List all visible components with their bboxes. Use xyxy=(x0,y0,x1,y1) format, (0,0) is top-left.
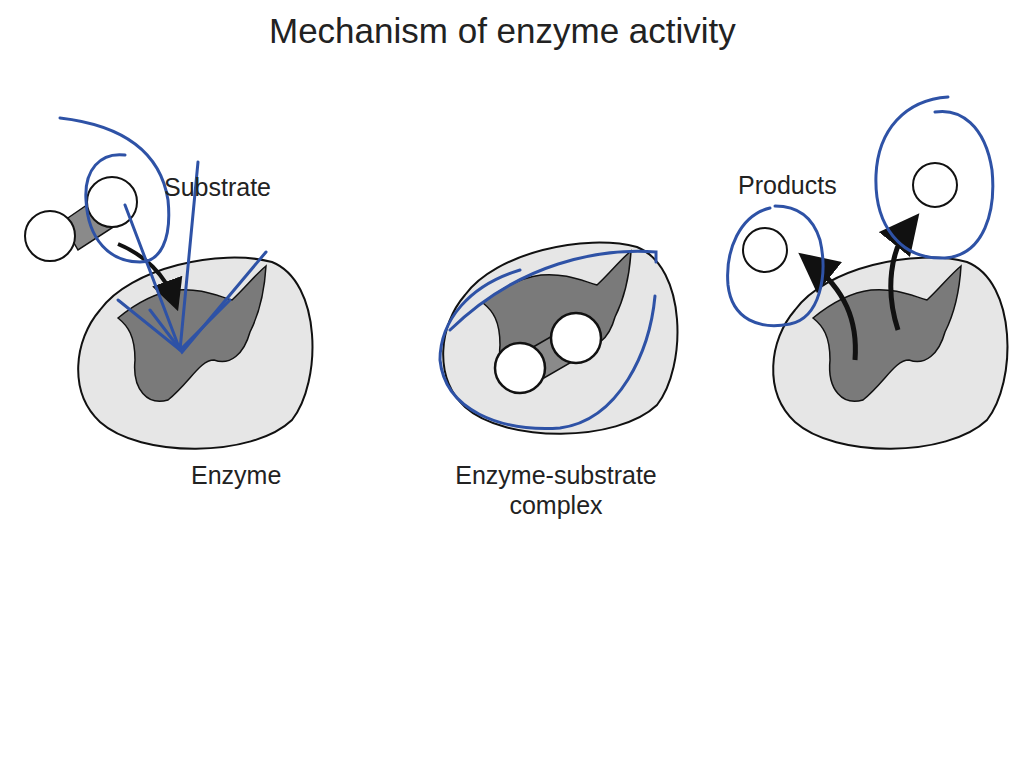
enzyme-shape xyxy=(443,243,677,434)
part-label: Enzyme xyxy=(191,460,281,490)
bound-substrate xyxy=(495,313,601,393)
hand-annotation xyxy=(60,97,993,428)
diagram-title: Mechanism of enzyme activity xyxy=(269,10,736,52)
part-label: Products xyxy=(738,170,837,200)
enzyme-shape xyxy=(78,258,312,449)
part-label: Substrate xyxy=(164,172,271,202)
substrate-molecule xyxy=(25,177,174,300)
part-label: Enzyme-substrate complex xyxy=(411,460,701,520)
